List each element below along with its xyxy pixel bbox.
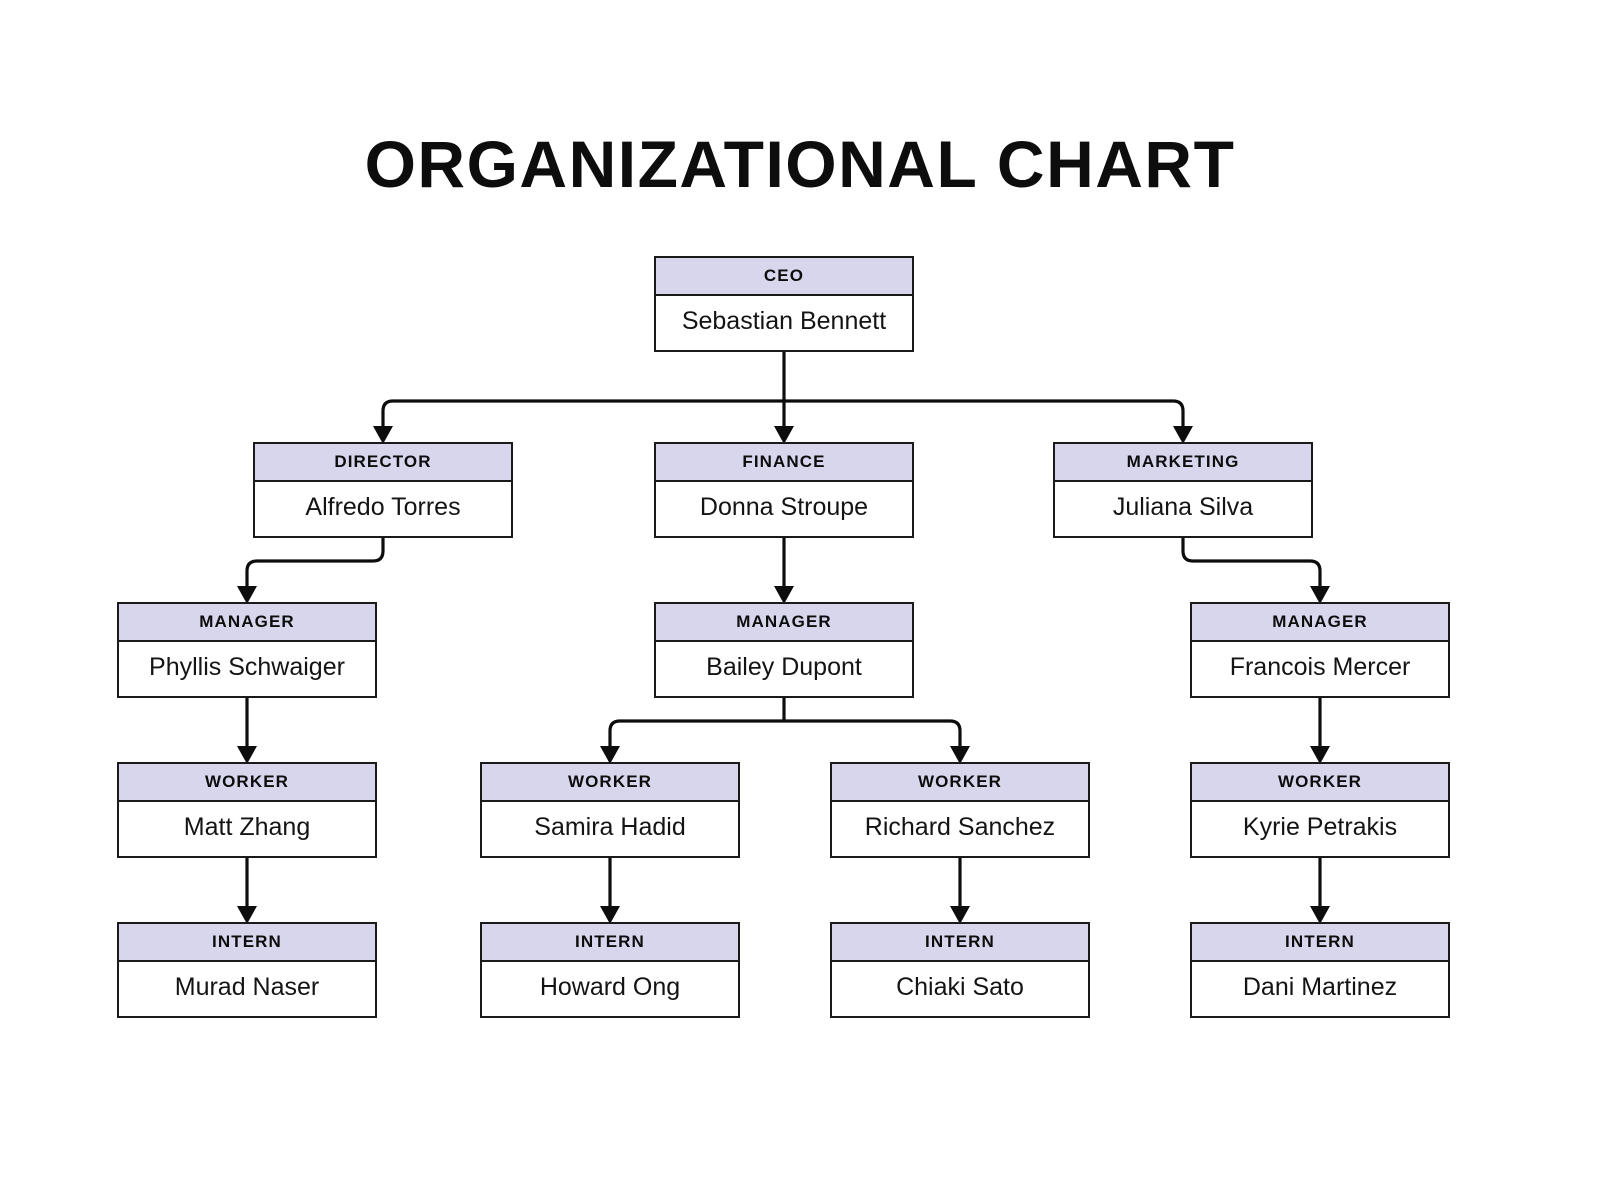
node-finance-role: FINANCE (656, 444, 912, 482)
edge-manager-2-to-workers (600, 693, 970, 764)
node-ceo[interactable]: CEO Sebastian Bennett (654, 256, 914, 352)
node-marketing-name: Juliana Silva (1055, 482, 1311, 534)
node-intern-2[interactable]: INTERN Howard Ong (480, 922, 740, 1018)
edge-manager-1-to-worker-1 (237, 693, 257, 764)
node-intern-4-role: INTERN (1192, 924, 1448, 962)
node-intern-3[interactable]: INTERN Chiaki Sato (830, 922, 1090, 1018)
node-worker-4-role: WORKER (1192, 764, 1448, 802)
edge-worker-2-to-intern-2 (600, 853, 620, 924)
node-manager-3-role: MANAGER (1192, 604, 1448, 642)
node-finance[interactable]: FINANCE Donna Stroupe (654, 442, 914, 538)
node-manager-3[interactable]: MANAGER Francois Mercer (1190, 602, 1450, 698)
node-manager-2[interactable]: MANAGER Bailey Dupont (654, 602, 914, 698)
node-manager-3-name: Francois Mercer (1192, 642, 1448, 694)
node-ceo-role: CEO (656, 258, 912, 296)
node-intern-4[interactable]: INTERN Dani Martinez (1190, 922, 1450, 1018)
node-marketing-role: MARKETING (1055, 444, 1311, 482)
node-ceo-name: Sebastian Bennett (656, 296, 912, 348)
edge-ceo-to-departments (373, 352, 1193, 444)
node-worker-3[interactable]: WORKER Richard Sanchez (830, 762, 1090, 858)
node-manager-1[interactable]: MANAGER Phyllis Schwaiger (117, 602, 377, 698)
edge-finance-to-manager-2 (774, 533, 794, 604)
node-marketing[interactable]: MARKETING Juliana Silva (1053, 442, 1313, 538)
node-intern-4-name: Dani Martinez (1192, 962, 1448, 1014)
node-director-name: Alfredo Torres (255, 482, 511, 534)
node-director[interactable]: DIRECTOR Alfredo Torres (253, 442, 513, 538)
node-manager-2-role: MANAGER (656, 604, 912, 642)
node-intern-2-role: INTERN (482, 924, 738, 962)
node-intern-2-name: Howard Ong (482, 962, 738, 1014)
node-worker-2-role: WORKER (482, 764, 738, 802)
node-worker-1[interactable]: WORKER Matt Zhang (117, 762, 377, 858)
edge-director-to-manager-1 (237, 533, 385, 604)
node-intern-1[interactable]: INTERN Murad Naser (117, 922, 377, 1018)
node-worker-4-name: Kyrie Petrakis (1192, 802, 1448, 854)
node-manager-1-name: Phyllis Schwaiger (119, 642, 375, 694)
node-intern-1-role: INTERN (119, 924, 375, 962)
node-manager-1-role: MANAGER (119, 604, 375, 642)
node-worker-1-name: Matt Zhang (119, 802, 375, 854)
edge-worker-4-to-intern-4 (1310, 853, 1330, 924)
edge-worker-3-to-intern-3 (950, 853, 970, 924)
node-intern-3-name: Chiaki Sato (832, 962, 1088, 1014)
node-worker-2[interactable]: WORKER Samira Hadid (480, 762, 740, 858)
node-worker-3-role: WORKER (832, 764, 1088, 802)
page-title: ORGANIZATIONAL CHART (364, 127, 1236, 201)
node-manager-2-name: Bailey Dupont (656, 642, 912, 694)
edge-worker-1-to-intern-1 (237, 853, 257, 924)
node-finance-name: Donna Stroupe (656, 482, 912, 534)
node-worker-1-role: WORKER (119, 764, 375, 802)
node-worker-4[interactable]: WORKER Kyrie Petrakis (1190, 762, 1450, 858)
node-director-role: DIRECTOR (255, 444, 511, 482)
node-worker-2-name: Samira Hadid (482, 802, 738, 854)
edge-manager-3-to-worker-4 (1310, 693, 1330, 764)
node-intern-1-name: Murad Naser (119, 962, 375, 1014)
edge-marketing-to-manager-3 (1181, 533, 1330, 604)
node-worker-3-name: Richard Sanchez (832, 802, 1088, 854)
node-intern-3-role: INTERN (832, 924, 1088, 962)
